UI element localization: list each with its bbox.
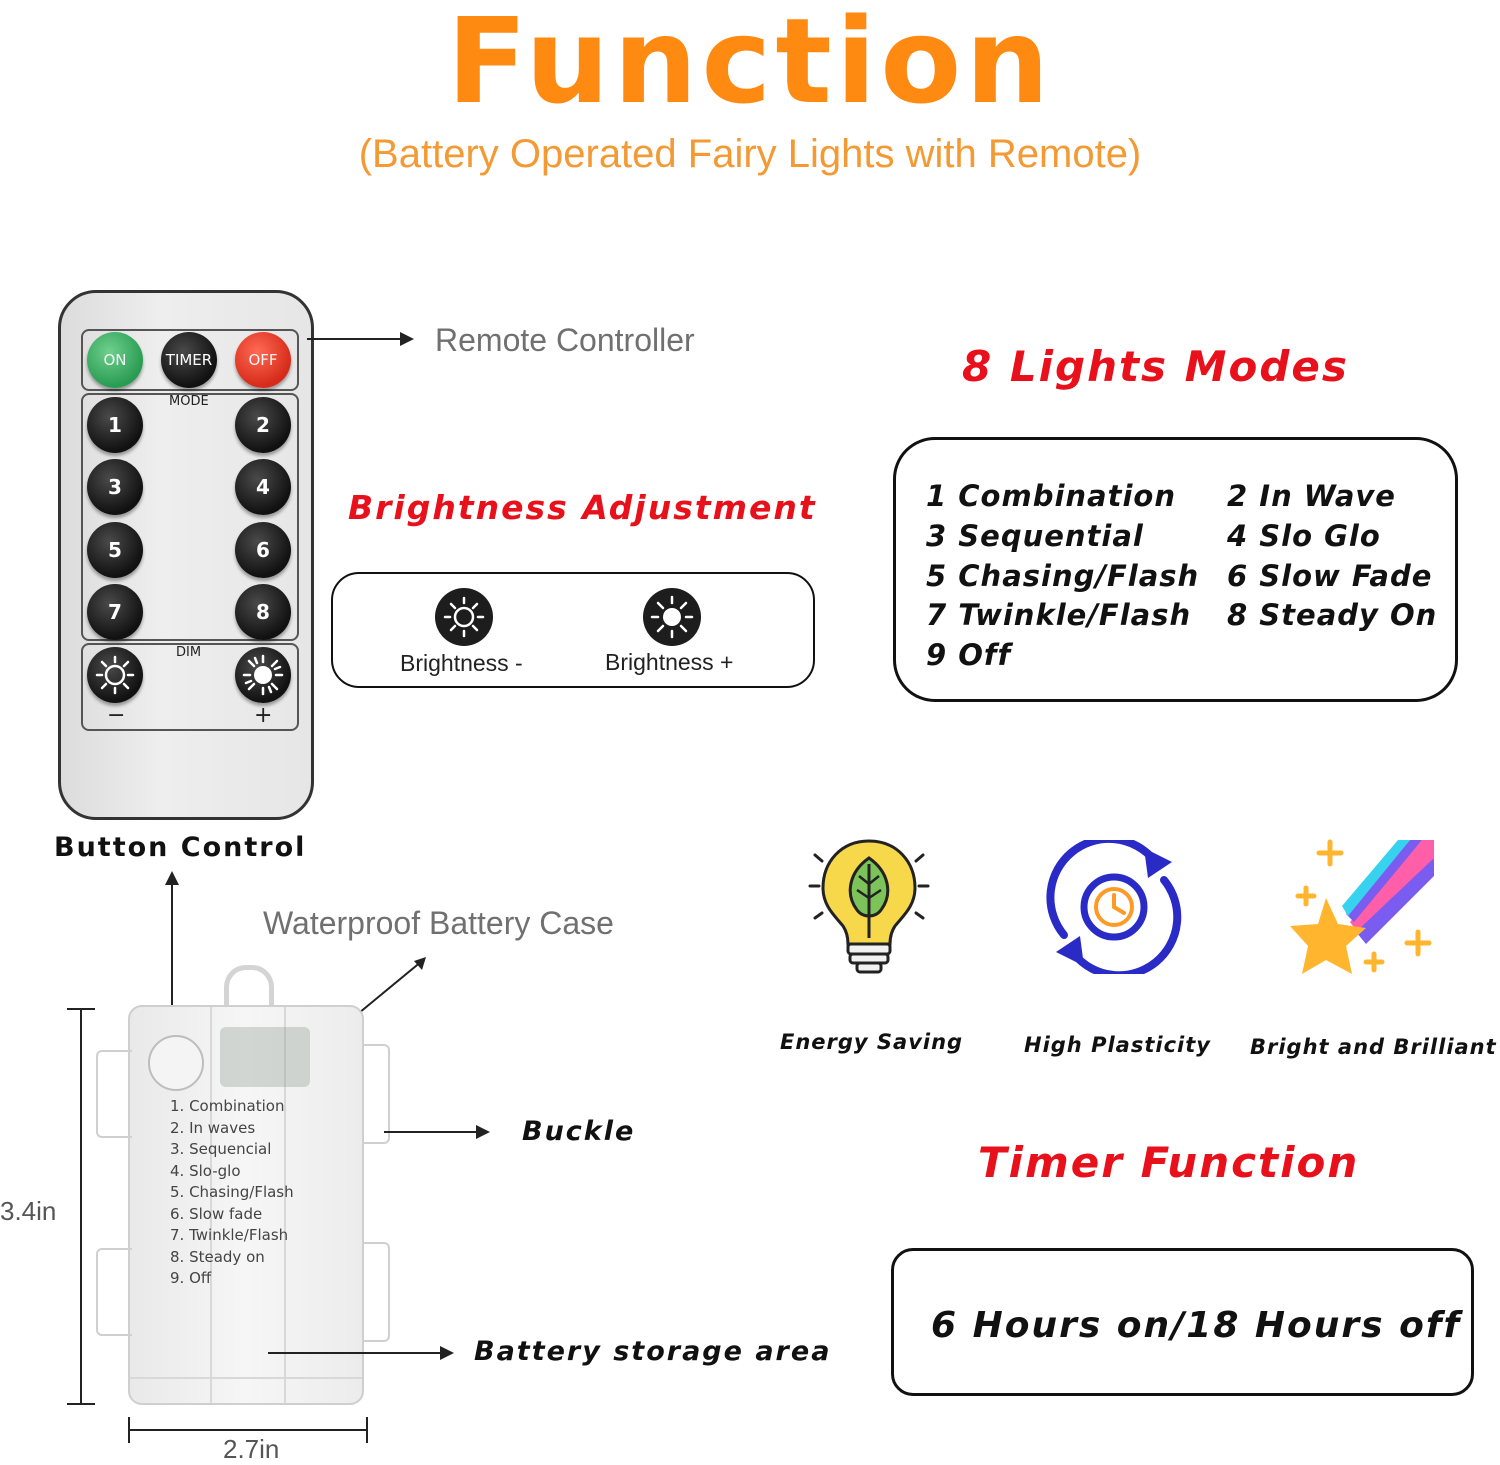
modes-heading: 8 Lights Modes xyxy=(962,342,1349,391)
mode-item-4: 4 Slo Glo xyxy=(1227,519,1381,553)
on-button[interactable]: ON xyxy=(87,332,143,388)
left-buckle-bottom xyxy=(96,1248,132,1336)
clock-cycle-icon xyxy=(1046,840,1182,974)
page-title: Function xyxy=(446,0,1054,130)
storage-callout-line xyxy=(268,1352,444,1354)
mode-item-5: 5 Chasing/Flash xyxy=(926,559,1200,593)
mode-button-panel xyxy=(81,393,299,641)
sun-icon xyxy=(95,655,135,695)
battery-storage-label: Battery storage area xyxy=(474,1336,832,1367)
mode-button-2[interactable]: 2 xyxy=(235,397,291,453)
mode-button-7[interactable]: 7 xyxy=(87,584,143,640)
mode-button-5[interactable]: 5 xyxy=(87,522,143,578)
lightbulb-leaf-icon xyxy=(808,839,930,974)
dim-button-panel xyxy=(81,643,299,731)
battery-case-label: Waterproof Battery Case xyxy=(263,905,614,941)
mode-button-3[interactable]: 3 xyxy=(87,459,143,515)
right-buckle-top xyxy=(362,1044,390,1144)
mode-button-4[interactable]: 4 xyxy=(235,459,291,515)
height-label: 3.4in xyxy=(0,1196,57,1226)
feature-label-energy-saving: Energy Saving xyxy=(780,1030,964,1054)
buckle-callout-line xyxy=(384,1131,480,1133)
mode-button-1[interactable]: 1 xyxy=(87,397,143,453)
case-mode-6: 6. Slow fade xyxy=(170,1205,263,1223)
brightness-box: Brightness - Brightness + xyxy=(331,572,815,688)
bright-sun-icon xyxy=(242,654,284,696)
case-mode-9: 9. Off xyxy=(170,1269,212,1287)
brightness-minus-label: Brightness - xyxy=(400,650,523,676)
remote-callout-line xyxy=(307,338,407,340)
buckle-label: Buckle xyxy=(522,1116,636,1147)
shooting-star-icon xyxy=(1290,839,1434,974)
remote-controller-label: Remote Controller xyxy=(435,322,695,358)
mode-item-8: 8 Steady On xyxy=(1227,598,1438,632)
brightness-plus-icon xyxy=(643,588,701,646)
timer-box: 6 Hours on/18 Hours off xyxy=(891,1248,1474,1396)
feature-label-high-plasticity: High Plasticity xyxy=(1024,1033,1211,1057)
timer-button[interactable]: TIMER xyxy=(161,332,217,388)
timer-heading: Timer Function xyxy=(978,1138,1360,1187)
case-mode-7: 7. Twinkle/Flash xyxy=(170,1226,289,1244)
brightness-heading: Brightness Adjustment xyxy=(348,488,817,527)
brightness-minus-icon xyxy=(435,588,493,646)
case-mode-2: 2. In waves xyxy=(170,1119,256,1137)
arrow-right-icon xyxy=(400,332,414,346)
mode-label: MODE xyxy=(169,394,209,409)
dim-minus-button[interactable] xyxy=(87,647,143,703)
button-control-pointer-line xyxy=(171,880,173,1050)
mode-item-6: 6 Slow Fade xyxy=(1227,559,1433,593)
height-dimension-line xyxy=(80,1008,82,1405)
mode-item-9: 9 Off xyxy=(926,638,1012,672)
arrow-right-icon xyxy=(440,1346,454,1360)
right-buckle-bottom xyxy=(362,1242,390,1342)
minus-sign: − xyxy=(107,703,126,728)
top-button-panel xyxy=(81,329,299,391)
case-mode-1: 1. Combination xyxy=(170,1097,285,1115)
timer-text: 6 Hours on/18 Hours off xyxy=(931,1305,1462,1346)
modes-box: 1 Combination 2 In Wave 3 Sequential 4 S… xyxy=(893,437,1458,702)
width-dimension-line xyxy=(128,1429,368,1431)
feature-label-bright-and-brilliant: Bright and Brilliant xyxy=(1250,1035,1497,1059)
left-buckle-top xyxy=(96,1050,132,1138)
plus-sign: + xyxy=(254,703,273,728)
dim-label: DIM xyxy=(176,645,202,660)
page-subtitle: (Battery Operated Fairy Lights with Remo… xyxy=(358,132,1142,176)
power-button[interactable] xyxy=(148,1035,204,1091)
remote-controller: ON TIMER OFF MODE 1 2 3 4 5 6 7 8 DIM xyxy=(58,290,314,820)
brightness-plus-label: Brightness + xyxy=(605,649,734,675)
mode-button-6[interactable]: 6 xyxy=(235,522,291,578)
case-mode-3: 3. Sequencial xyxy=(170,1140,272,1158)
arrow-up-icon xyxy=(165,871,179,885)
off-button[interactable]: OFF xyxy=(235,332,291,388)
dim-plus-button[interactable] xyxy=(235,647,291,703)
case-mode-5: 5. Chasing/Flash xyxy=(170,1183,294,1201)
hanging-loop xyxy=(224,965,274,1009)
battery-case xyxy=(128,1005,364,1405)
case-mode-8: 8. Steady on xyxy=(170,1248,265,1266)
mode-button-8[interactable]: 8 xyxy=(235,584,291,640)
mode-item-2: 2 In Wave xyxy=(1227,479,1396,513)
mode-item-1: 1 Combination xyxy=(926,479,1176,513)
case-mode-4: 4. Slo-glo xyxy=(170,1162,241,1180)
arrow-right-icon xyxy=(476,1125,490,1139)
mode-item-3: 3 Sequential xyxy=(926,519,1144,553)
mode-item-7: 7 Twinkle/Flash xyxy=(926,598,1192,632)
button-control-label: Button Control xyxy=(54,832,307,863)
width-label: 2.7in xyxy=(223,1434,280,1464)
